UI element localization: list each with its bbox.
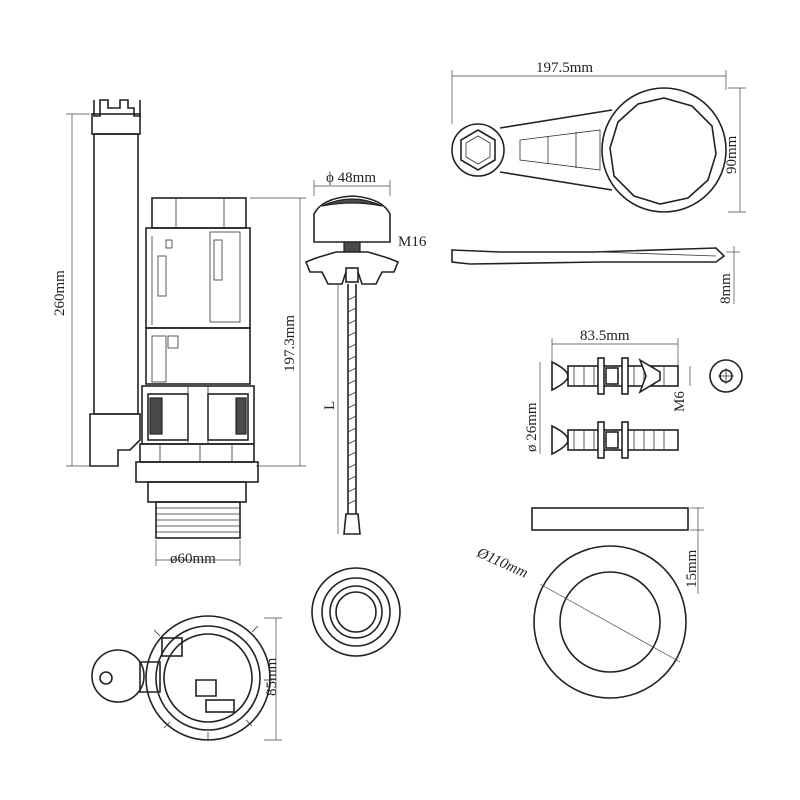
rod-length-label: L xyxy=(322,401,338,410)
spanner-length-label: 197.5mm xyxy=(536,60,593,76)
base-width-label: 85mm xyxy=(264,657,280,696)
valve-height-label: 197.3mm xyxy=(282,315,298,372)
flat-plate: 8mm xyxy=(451,246,740,304)
flush-valve-assembly: 260mm 197.3mm ø60mm xyxy=(52,99,306,567)
base-seat: 85mm xyxy=(91,615,282,741)
push-button-rod: ϕ 48mm M16 L xyxy=(304,170,427,535)
ring-diameter-label: Ø110mm xyxy=(473,545,530,582)
bolt-head-diameter-label: ø 26mm xyxy=(524,402,540,452)
spanner-height-label: 90mm xyxy=(724,135,740,174)
ring-gasket: 15mm Ø110mm xyxy=(473,507,704,699)
overflow-height-label: 260mm xyxy=(52,270,68,316)
spanner: 197.5mm 90mm xyxy=(451,60,746,213)
bolt-set: 83.5mm ø 26mm M6 xyxy=(524,328,743,459)
plate-thickness-label: 8mm xyxy=(718,273,734,304)
button-thread-label: M16 xyxy=(398,234,427,250)
bolt-length-label: 83.5mm xyxy=(580,328,630,344)
bolt-thread-label: M6 xyxy=(672,391,688,412)
button-diameter-label: ϕ 48mm xyxy=(326,170,376,186)
small-seal xyxy=(311,567,401,657)
valve-thread-diameter-label: ø60mm xyxy=(170,551,216,567)
ring-height-label: 15mm xyxy=(684,549,700,588)
